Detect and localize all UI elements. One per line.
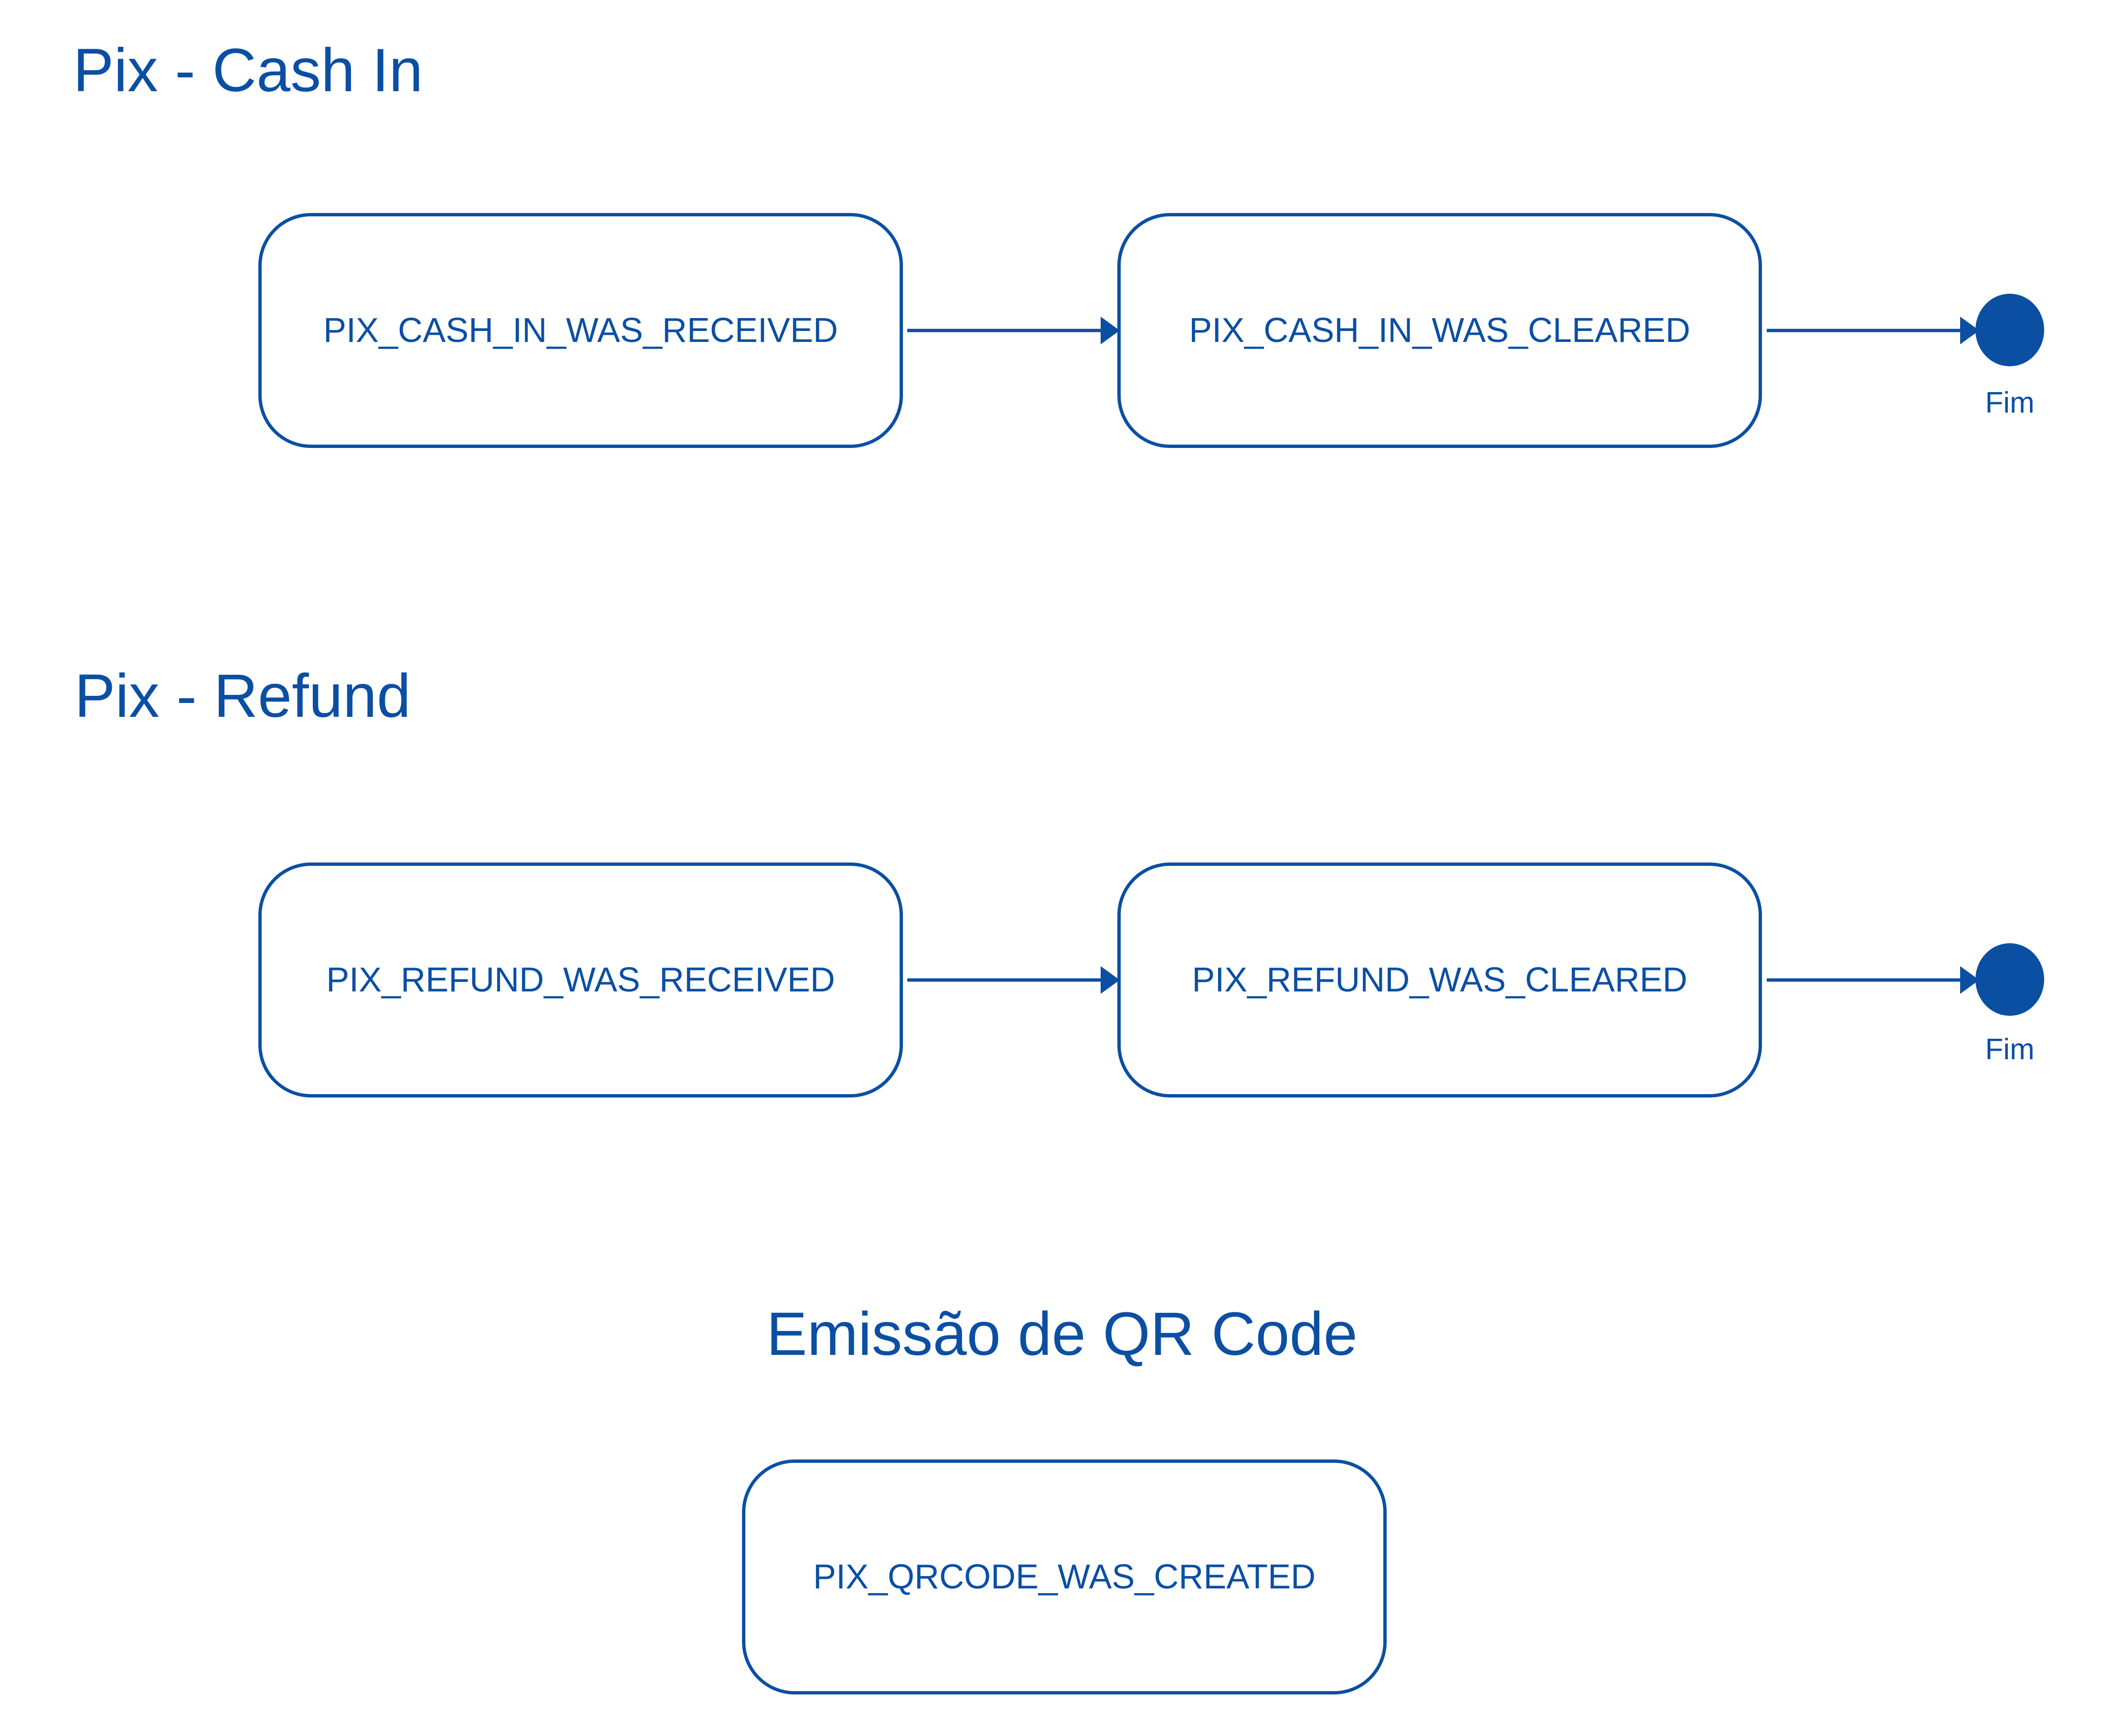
end-node-cash-in xyxy=(1975,294,2044,366)
state-pix-cash-in-was-received: PIX_CASH_IN_WAS_RECEIVED xyxy=(258,213,903,448)
state-label: PIX_QRCODE_WAS_CREATED xyxy=(813,1558,1316,1596)
arrow-refund-cleared-to-end xyxy=(1767,966,1979,994)
arrow-cash-in-received-to-cleared xyxy=(907,317,1120,344)
arrow-refund-received-to-cleared xyxy=(907,966,1120,994)
state-pix-refund-was-received: PIX_REFUND_WAS_RECEIVED xyxy=(258,863,903,1097)
state-pix-refund-was-cleared: PIX_REFUND_WAS_CLEARED xyxy=(1117,863,1762,1097)
state-label: PIX_CASH_IN_WAS_CLEARED xyxy=(1189,311,1690,350)
section-title-qrcode: Emissão de QR Code xyxy=(766,1300,1358,1368)
state-pix-qrcode-was-created: PIX_QRCODE_WAS_CREATED xyxy=(742,1459,1387,1694)
section-title-refund: Pix - Refund xyxy=(74,662,411,730)
state-label: PIX_REFUND_WAS_RECEIVED xyxy=(326,961,835,999)
state-pix-cash-in-was-cleared: PIX_CASH_IN_WAS_CLEARED xyxy=(1117,213,1762,448)
section-title-cash-in: Pix - Cash In xyxy=(73,36,423,105)
end-label-cash-in: Fim xyxy=(1985,386,2035,419)
state-label: PIX_REFUND_WAS_CLEARED xyxy=(1192,961,1687,999)
state-label: PIX_CASH_IN_WAS_RECEIVED xyxy=(323,311,838,350)
arrow-cash-in-cleared-to-end xyxy=(1767,317,1979,344)
end-node-refund xyxy=(1975,943,2044,1016)
end-label-refund: Fim xyxy=(1985,1033,2035,1066)
